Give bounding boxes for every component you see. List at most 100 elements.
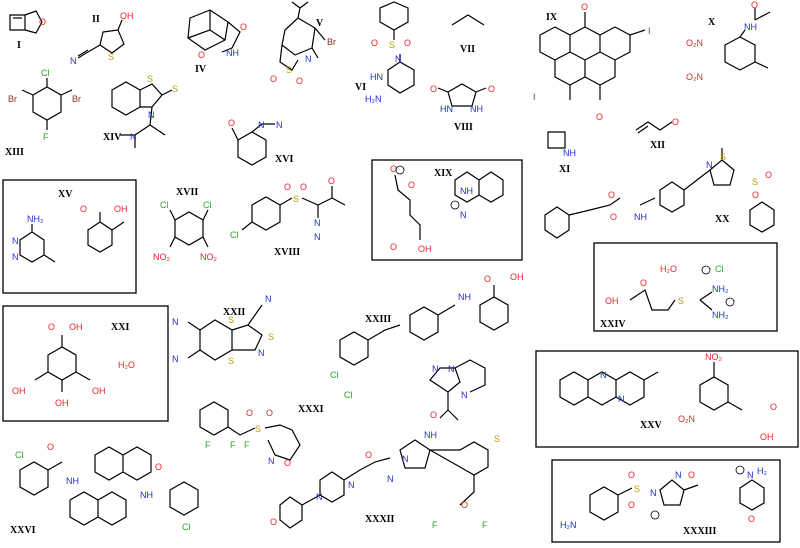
atom-xxxii-f1: F <box>432 520 438 530</box>
box-xxxiii <box>551 459 781 543</box>
atom-xxiv-nh2b: NH₂ <box>712 310 729 320</box>
atom-xxxi-o1: O <box>246 408 253 418</box>
atom-viii-o2: O <box>488 84 495 94</box>
atom-vi-o2: O <box>404 38 411 48</box>
compound-xiii: Cl Br Br F XIII <box>5 68 81 158</box>
atom-v-s: S <box>286 65 292 75</box>
atom-xxxii-n1: N <box>432 364 439 374</box>
atom-ii-s: S <box>108 52 114 62</box>
atom-xix-oh: OH <box>418 244 432 254</box>
atom-xv-oh: OH <box>114 204 128 214</box>
atom-xx-s1: S <box>720 152 726 162</box>
atom-xv-o: O <box>80 204 87 214</box>
atom-xxxii-nh: NH <box>424 430 437 440</box>
atom-v-br: Br <box>327 37 336 47</box>
label-x: X <box>708 17 716 28</box>
label-xv: XV <box>58 189 73 200</box>
atom-xxii-s2: S <box>228 356 234 366</box>
label-ii: II <box>92 14 100 25</box>
atom-x-o2n1: O₂N <box>686 38 703 48</box>
compound-xi: NH XI <box>547 131 576 175</box>
atom-xxii-n4: N <box>258 348 265 358</box>
atom-xxxii-n5: N <box>387 474 394 484</box>
atom-ix-i2: I <box>533 92 536 102</box>
atom-v-n: N <box>305 54 312 64</box>
atom-x-o: O <box>751 0 758 10</box>
atom-xiv-n2: N <box>130 132 137 142</box>
atom-xvi-n2: N <box>276 120 283 130</box>
compound-xx: S N S O O O O NH XX <box>544 148 775 239</box>
atom-xiv-s2: S <box>172 84 178 94</box>
box-xxi <box>2 305 169 422</box>
atom-xxiv-oh: OH <box>605 296 619 306</box>
atom-xviii-s: S <box>293 194 299 204</box>
atom-xxxii-n6: N <box>348 480 355 490</box>
atom-xxiii-oh: OH <box>510 272 524 282</box>
label-ix: IX <box>546 12 558 23</box>
label-xxvi: XXVI <box>10 525 36 536</box>
box-xxiv <box>593 242 778 332</box>
label-xvi: XVI <box>275 154 293 165</box>
atom-vi-n: N <box>395 54 402 64</box>
charge-xix-minus <box>395 165 405 175</box>
compound-xxiv: H₂O Cl OH O S NH₂ NH₂ XXIV <box>600 264 729 330</box>
atom-xix-n: N <box>460 210 467 220</box>
atom-ii-n: N <box>70 56 77 66</box>
atom-ix-o2: O <box>596 112 603 122</box>
label-xviii: XVIII <box>274 247 300 258</box>
atom-xxxii-o2: O <box>365 450 372 460</box>
atom-xxi-h2o: H₂O <box>118 360 135 370</box>
atom-xx-nh: NH <box>634 212 647 222</box>
atom-xxiv-o: O <box>640 278 647 288</box>
box-xv <box>2 179 137 294</box>
atom-xx-s2: S <box>752 177 758 187</box>
atom-xix-o2: O <box>408 180 415 190</box>
atom-xvi-o: O <box>228 118 235 128</box>
atom-xxiv-nh2a: NH₂ <box>712 284 729 294</box>
atom-xxii-n1: N <box>172 317 179 327</box>
atom-xxxiii-s: S <box>634 484 640 494</box>
atom-xxvi-cl2: Cl <box>182 522 191 532</box>
atom-viii-nh: NH <box>470 104 483 114</box>
compound-iv: O O NH IV <box>187 9 247 75</box>
atom-xvii-no2b: NO₂ <box>200 252 218 262</box>
atom-xxxi-o3: O <box>284 458 291 468</box>
atom-xxxii-o1: O <box>430 410 437 420</box>
atom-xv-nh2: NH₂ <box>27 214 44 224</box>
atom-xxv-n1: N <box>600 370 607 380</box>
atom-xxxii-o4: O <box>461 500 468 510</box>
label-xi: XI <box>559 164 570 175</box>
label-v: V <box>316 18 324 29</box>
atom-xiii-br2: Br <box>72 94 81 104</box>
atom-xxxiii-o4: O <box>748 514 755 524</box>
atom-viii-o1: O <box>430 84 437 94</box>
compound-xxxii: N N N N O NH S N N O O N O F F XXXII <box>270 359 500 530</box>
compound-xvii: Cl Cl NO₂ NO₂ XVII <box>153 187 218 262</box>
atom-xxxiii-h2: H₂ <box>757 466 767 476</box>
atom-xvii-cl1: Cl <box>160 200 169 210</box>
atom-xxxii-n7: N <box>316 492 323 502</box>
atom-xix-o3: O <box>390 242 397 252</box>
compound-ii: OH N S II <box>70 11 134 66</box>
label-vii: VII <box>460 44 475 55</box>
label-xxii: XXII <box>223 307 245 318</box>
atom-xvii-cl2: Cl <box>203 200 212 210</box>
atom-ix-o1: O <box>581 2 588 12</box>
compound-xv: NH₂ N N OH O XV <box>12 189 128 263</box>
atom-iv-nh: NH <box>226 48 239 58</box>
atom-xix-nh: NH <box>460 186 473 196</box>
atom-xxii-s3: S <box>268 332 274 342</box>
label-xix: XIX <box>434 168 453 179</box>
compound-xxv: N N NO₂ O₂N OH O XXV <box>559 352 777 442</box>
atom-xxvi-o1: O <box>47 442 54 452</box>
atom-xxiii-cl1: Cl <box>330 370 339 380</box>
atom-xxvi-nh2: NH <box>140 490 153 500</box>
charge-xxxiii-minus <box>650 510 660 520</box>
atom-xxii-n2: N <box>172 354 179 364</box>
atom-xxxiii-n1: N <box>650 488 657 498</box>
atom-xix-o1: O <box>390 164 397 174</box>
atom-xxi-oh1: OH <box>69 322 83 332</box>
atom-xvii-no2a: NO₂ <box>153 252 171 262</box>
